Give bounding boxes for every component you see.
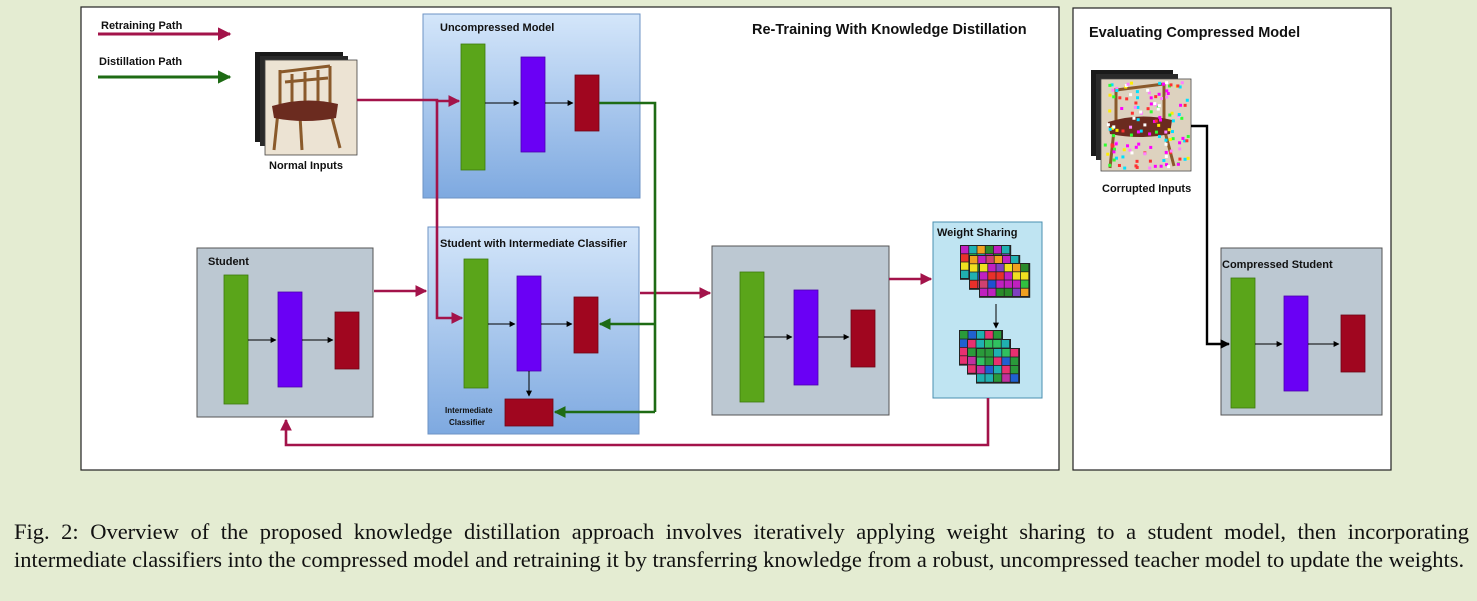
student-layer-purple	[277, 291, 303, 388]
uncompressed-layer-red	[574, 74, 600, 132]
retrained-layer-red	[850, 309, 876, 368]
corrupted-inputs-label: Corrupted Inputs	[1102, 183, 1191, 195]
shared-weight-grid-icon	[959, 330, 1020, 384]
uncompressed-model-label: Uncompressed Model	[440, 22, 554, 34]
student-label: Student	[208, 256, 249, 268]
compressed-layer-green	[1230, 277, 1256, 409]
intermediate-classifier-label-1: Intermediate	[445, 406, 493, 415]
student-ic-layer-purple	[516, 275, 542, 372]
compressed-layer-purple	[1283, 295, 1309, 392]
student-layer-green	[223, 274, 249, 405]
teacher-distillation-path	[599, 101, 657, 412]
normal-inputs-label: Normal Inputs	[269, 160, 343, 172]
knowledge-distillation-diagram: Re-Training With Knowledge Distillation …	[80, 6, 1392, 471]
eval-panel-title: Evaluating Compressed Model	[1089, 25, 1300, 41]
student-ic-layer-red	[573, 296, 599, 354]
student-ic-label: Student with Intermediate Classifier	[440, 238, 628, 250]
noisy-chair-image-icon	[1091, 70, 1192, 172]
compressed-layer-red	[1340, 314, 1366, 373]
corrupted-to-compressed-arrow	[1191, 124, 1230, 349]
student-ic-layer-green	[463, 258, 489, 389]
student-layer-red	[334, 311, 360, 370]
chair-image-icon	[255, 52, 358, 156]
legend-distillation-label: Distillation Path	[99, 56, 182, 68]
compressed-student-label: Compressed Student	[1222, 259, 1333, 271]
weight-sharing-label: Weight Sharing	[937, 227, 1017, 239]
weight-matrix-grid-icon	[960, 245, 1031, 298]
weight-sharing-to-student-feedback-arrow	[280, 398, 990, 447]
uncompressed-layer-purple	[520, 56, 546, 153]
retrained-layer-purple	[793, 289, 819, 386]
retrained-layer-green	[739, 271, 765, 403]
legend-retraining-label: Retraining Path	[101, 20, 183, 32]
intermediate-classifier-label-2: Classifier	[449, 418, 485, 427]
uncompressed-layer-green	[460, 43, 486, 171]
input-to-uncompressed-arrow	[357, 95, 461, 107]
input-to-student-ic-arrow	[435, 100, 464, 324]
intermediate-classifier-block	[504, 398, 554, 427]
figure-caption: Fig. 2: Overview of the proposed knowled…	[14, 519, 1469, 572]
main-panel-title: Re-Training With Knowledge Distillation	[752, 22, 1027, 38]
